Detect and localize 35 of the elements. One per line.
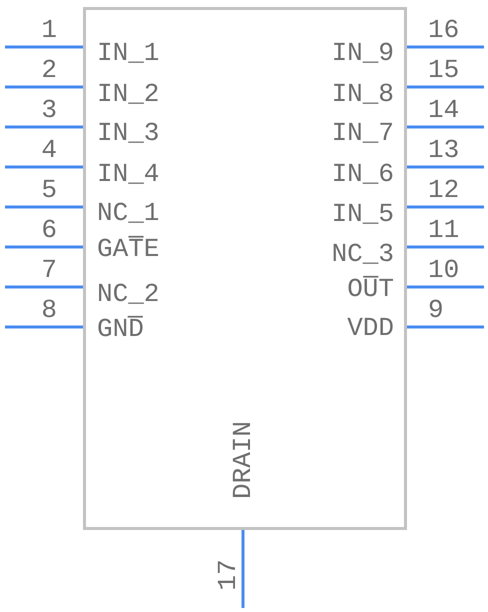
pin-number: 9 — [428, 297, 444, 323]
pin-name: IN_3 — [97, 120, 160, 146]
pin-number: 5 — [41, 177, 57, 203]
pin-number: 4 — [41, 137, 57, 163]
pin-number: 15 — [428, 57, 460, 83]
pin-name: IN_9 — [332, 40, 394, 66]
pin-name: DRAIN — [230, 421, 256, 499]
pin-name: NC_1 — [97, 200, 160, 226]
pin-number: 14 — [428, 97, 460, 123]
pin-number: 12 — [428, 177, 460, 203]
pin-number: 1 — [41, 17, 57, 43]
pin-name: IN_7 — [332, 120, 394, 146]
chip-body — [83, 7, 407, 530]
pin-name: NC_3 — [332, 241, 394, 267]
pin-number: 17 — [215, 559, 241, 591]
pin-number: 8 — [41, 297, 57, 323]
pin-name: VDD — [347, 315, 394, 341]
pin-name: IN_8 — [332, 81, 394, 107]
pin-number: 7 — [41, 257, 57, 283]
pin-number: 16 — [428, 17, 460, 43]
pin-name: NC_2 — [97, 281, 160, 307]
pin-number: 13 — [428, 137, 460, 163]
pin-number: 6 — [41, 217, 57, 243]
pin-name: IN_1 — [97, 40, 160, 66]
pin-number: 2 — [41, 57, 57, 83]
pin-name: OU̅T — [347, 276, 394, 302]
pin-name: IN_2 — [97, 81, 160, 107]
pin-number: 11 — [428, 217, 460, 243]
pin-name: IN_5 — [332, 201, 394, 227]
pin-number: 3 — [41, 97, 57, 123]
pin-name: IN_4 — [97, 161, 160, 187]
pin-name: IN_6 — [332, 161, 394, 187]
pin-number: 10 — [428, 257, 460, 283]
pin-name: GAT̅E — [97, 236, 160, 262]
pin-name: GND̅ — [97, 316, 144, 342]
